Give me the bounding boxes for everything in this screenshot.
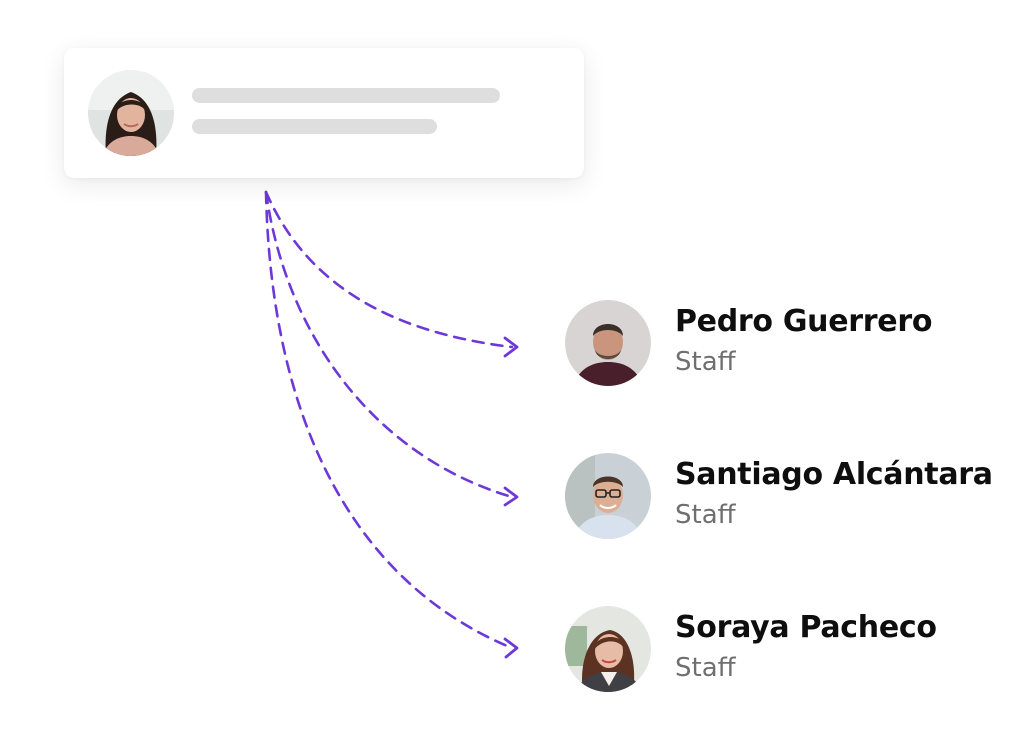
man-portrait-icon [565,300,651,386]
arrow-head-1 [503,336,519,358]
recipient-pedro-guerrero[interactable]: Pedro Guerrero Staff [565,300,1005,390]
arrow-head-2 [503,486,519,507]
recipient-soraya-pacheco[interactable]: Soraya Pacheco Staff [565,606,1005,696]
recipient-role: Staff [675,347,736,377]
connector-arrow-1 [264,190,514,349]
woman-portrait-icon [88,70,174,156]
recipient-avatar [565,453,651,539]
man-glasses-portrait-icon [565,453,651,539]
recipient-name: Soraya Pacheco [675,610,937,645]
recipient-role: Staff [675,500,736,530]
recipient-role: Staff [675,653,736,683]
source-message-card[interactable] [64,48,584,178]
recipient-avatar [565,300,651,386]
recipient-name: Santiago Alcántara [675,457,993,492]
recipient-avatar [565,606,651,692]
skeleton-line-subtitle [192,119,437,134]
connector-arrow-2 [264,190,514,499]
connector-arrow-3 [264,190,514,650]
woman-portrait-icon [565,606,651,692]
recipient-name: Pedro Guerrero [675,304,933,339]
sender-avatar [88,70,174,156]
arrow-head-3 [503,637,519,659]
recipient-santiago-alcantara[interactable]: Santiago Alcántara Staff [565,453,1005,543]
skeleton-line-title [192,88,500,103]
